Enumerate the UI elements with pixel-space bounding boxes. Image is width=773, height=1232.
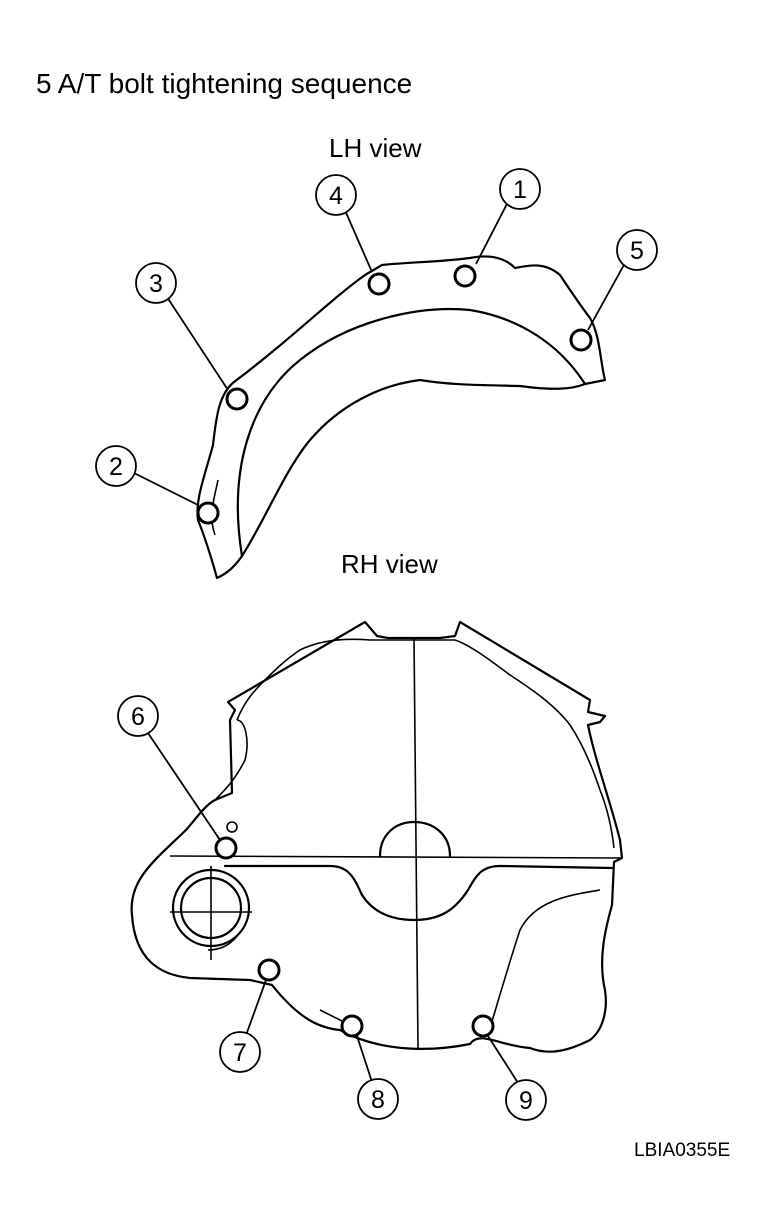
callout-7: 7 — [219, 1031, 261, 1073]
leader-7 — [244, 979, 267, 1039]
rh-bolts — [214, 836, 495, 1038]
figure-code: LBIA0355E — [634, 1140, 731, 1161]
lh-leader-lines — [127, 199, 626, 506]
callout-5: 5 — [616, 229, 658, 271]
callout-1: 1 — [499, 168, 541, 210]
bolt-9 — [471, 1014, 495, 1038]
leader-5 — [587, 262, 626, 331]
rh-leader-lines — [145, 729, 521, 1087]
callout-label: 9 — [519, 1087, 533, 1115]
callout-label: 3 — [149, 270, 163, 298]
callout-3: 3 — [135, 262, 177, 304]
bolt-8 — [340, 1014, 364, 1038]
leader-4 — [343, 207, 373, 273]
leader-6 — [145, 729, 221, 841]
locator-hole — [226, 821, 238, 833]
rh-view-housing — [130, 620, 624, 1053]
leader-1 — [475, 199, 510, 265]
callout-4: 4 — [315, 174, 357, 216]
leader-2 — [127, 469, 199, 506]
callout-label: 7 — [233, 1039, 247, 1067]
callout-label: 6 — [131, 703, 145, 731]
diagram-title: 5 A/T bolt tightening sequence — [36, 68, 413, 99]
lh-bolts — [196, 264, 593, 525]
rh-view-label: RH view — [341, 549, 438, 579]
leader-8 — [356, 1035, 373, 1083]
callout-2: 2 — [95, 445, 137, 487]
callout-label: 2 — [109, 453, 123, 481]
bolt-7 — [257, 958, 281, 982]
bolt-6 — [214, 836, 238, 860]
bolt-4 — [367, 272, 391, 296]
bolt-5 — [569, 328, 593, 352]
callout-label: 5 — [630, 237, 644, 265]
leader-9 — [487, 1035, 521, 1087]
callout-8: 8 — [357, 1078, 399, 1120]
bolt-2 — [196, 501, 220, 525]
callout-6: 6 — [117, 695, 159, 737]
callout-label: 4 — [329, 182, 343, 210]
callout-9: 9 — [505, 1079, 547, 1121]
bolt-1 — [453, 264, 477, 288]
horizontal-axis-line — [169, 855, 623, 859]
bolt-3 — [225, 387, 249, 411]
callout-label: 8 — [371, 1086, 385, 1114]
vertical-axis-line — [413, 637, 419, 1049]
lh-view-label: LH view — [329, 133, 422, 163]
leader-3 — [166, 296, 229, 391]
callout-label: 1 — [513, 176, 527, 204]
lh-view-housing — [196, 255, 607, 580]
